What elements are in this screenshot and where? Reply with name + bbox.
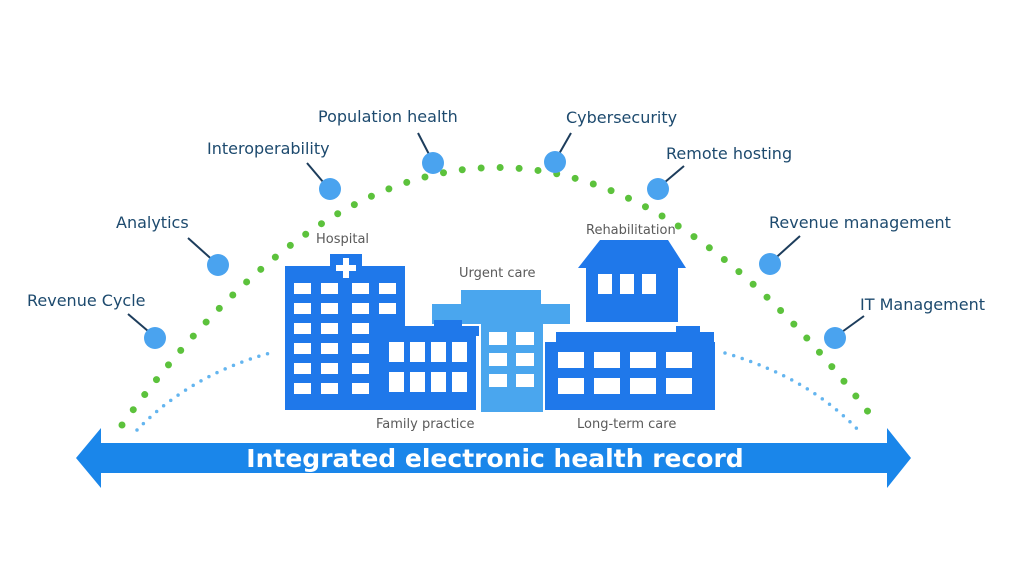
service-node-remote-hosting xyxy=(647,165,685,200)
service-node-revenue-management xyxy=(759,235,801,275)
service-node-interoperability xyxy=(306,162,341,200)
label-rehabilitation: Rehabilitation xyxy=(586,223,676,238)
hospital-windows xyxy=(294,283,396,394)
service-node-it-management xyxy=(824,315,865,349)
label-revenue-cycle: Revenue Cycle xyxy=(27,291,146,310)
label-family-practice: Family practice xyxy=(376,417,475,432)
long-term-care-building xyxy=(545,326,715,410)
label-population-health: Population health xyxy=(318,107,458,126)
service-node-population-health xyxy=(417,132,444,174)
urgent-care-windows xyxy=(489,332,534,387)
urgent-care-building xyxy=(432,290,570,412)
rehabilitation-building xyxy=(578,240,686,322)
label-analytics: Analytics xyxy=(116,213,189,232)
label-interoperability: Interoperability xyxy=(207,139,330,158)
inner-arc-left xyxy=(135,351,272,432)
label-hospital: Hospital xyxy=(316,232,369,247)
service-node-revenue-cycle xyxy=(127,313,166,349)
long-term-care-windows xyxy=(558,352,692,394)
label-revenue-management: Revenue management xyxy=(769,213,951,232)
inner-arc-right xyxy=(723,351,862,434)
ehr-banner-arrow xyxy=(76,428,911,488)
ehr-banner-label: Integrated electronic health record xyxy=(246,444,743,473)
service-node-analytics xyxy=(187,237,229,276)
family-practice-windows xyxy=(389,342,467,392)
label-remote-hosting: Remote hosting xyxy=(666,144,792,163)
service-arc xyxy=(118,164,882,429)
label-long-term-care: Long-term care xyxy=(577,417,676,432)
family-practice-building xyxy=(377,320,479,410)
service-node-cybersecurity xyxy=(544,132,572,173)
rehabilitation-windows xyxy=(598,274,656,294)
label-it-management: IT Management xyxy=(860,295,985,314)
label-cybersecurity: Cybersecurity xyxy=(566,108,677,127)
label-urgent-care: Urgent care xyxy=(459,266,536,281)
